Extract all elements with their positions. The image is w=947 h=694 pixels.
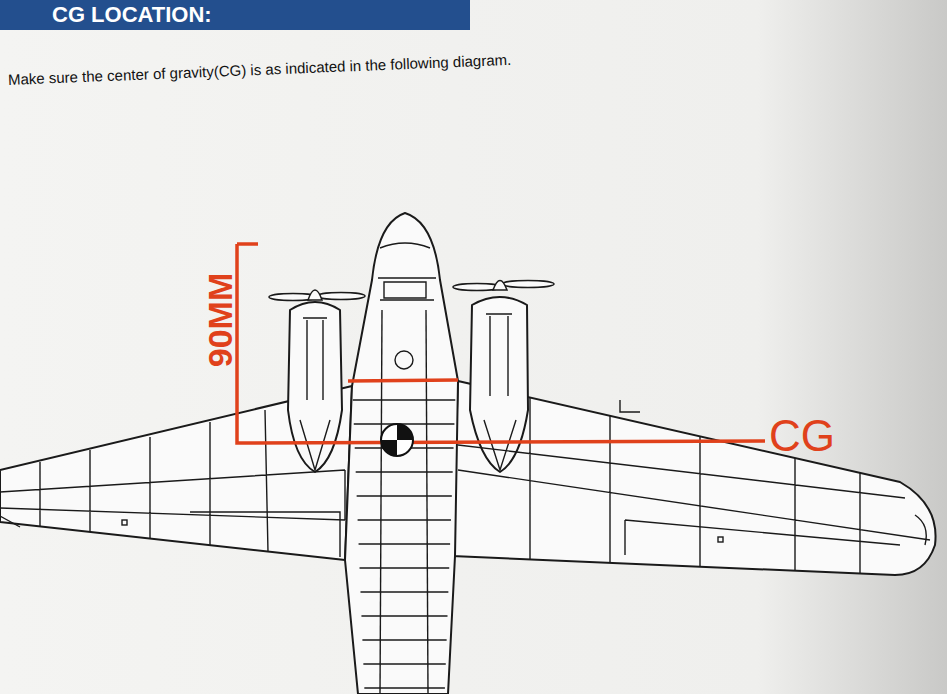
left-nacelle: [288, 302, 342, 472]
cg-label: CG: [769, 414, 835, 458]
plane-outline: [0, 213, 936, 694]
cg-symbol: [381, 424, 413, 456]
fuselage: [345, 213, 458, 694]
header-banner: [0, 0, 470, 30]
propellers: [269, 281, 554, 301]
section-heading: CG LOCATION:: [52, 4, 212, 26]
cg-reference-lines: [237, 244, 765, 443]
right-nacelle: [470, 297, 528, 472]
panel-lines: [0, 243, 930, 694]
dimension-label: 90MM: [203, 273, 237, 367]
